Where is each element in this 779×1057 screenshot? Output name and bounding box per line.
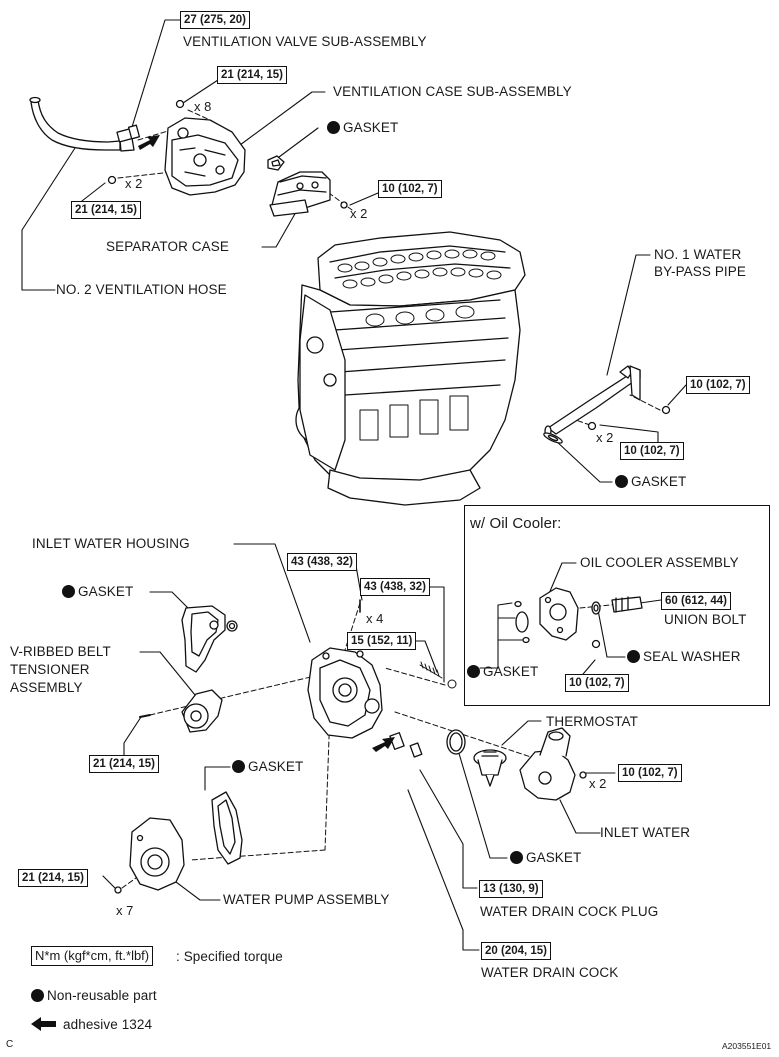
label-vribbed-3: ASSEMBLY <box>10 680 83 695</box>
bypass-gasket <box>543 432 563 444</box>
adhesive-arrow-top <box>138 135 160 150</box>
belt-tensioner <box>139 689 223 733</box>
torque-oil-cooler-nut: 10 (102, 7) <box>565 674 629 692</box>
qty-inlet-water: x 2 <box>589 776 607 791</box>
label-separator-case: SEPARATOR CASE <box>106 239 229 254</box>
label-no2-hose: NO. 2 VENTILATION HOSE <box>56 282 227 297</box>
engine-block <box>295 231 526 506</box>
label-inlet-water-housing: INLET WATER HOUSING <box>32 536 190 551</box>
ventilation-hose <box>29 96 135 152</box>
adhesive-arrow-icon <box>31 1017 56 1031</box>
qty-case-left: x 2 <box>125 176 143 191</box>
legend-torque-box: N*m (kgf*cm, ft.*lbf) <box>31 946 154 966</box>
label-inlet-water: INLET WATER <box>600 825 691 840</box>
torque-water-pump: 21 (214, 15) <box>18 869 89 887</box>
gasket-ring-top <box>267 155 285 171</box>
torque-tensioner: 21 (214, 15) <box>89 755 160 773</box>
label-no1-water-1: NO. 1 WATER <box>654 247 742 262</box>
label-ventilation-case: VENTILATION CASE SUB-ASSEMBLY <box>333 84 572 99</box>
ventilation-valve <box>116 124 141 143</box>
footer-code: C <box>6 1039 14 1050</box>
thermostat-gasket <box>446 729 466 755</box>
drain-cock <box>389 732 423 758</box>
qty-bypass: x 2 <box>596 430 614 445</box>
water-pump <box>114 817 185 894</box>
separator-case <box>269 171 348 217</box>
thermostat <box>473 749 507 787</box>
stud-bolt <box>419 661 457 689</box>
torque-union: 60 (612, 44) <box>661 592 732 610</box>
torque-housing-1: 43 (438, 32) <box>287 553 358 571</box>
nonreusable-dot-icon <box>232 760 245 773</box>
label-drain-plug: WATER DRAIN COCK PLUG <box>480 904 659 919</box>
nonreusable-dot-icon <box>327 121 340 134</box>
nonreusable-dot-icon <box>627 650 640 663</box>
label-vribbed-1: V-RIBBED BELT <box>10 644 111 659</box>
label-gasket-top: GASKET <box>327 120 398 136</box>
legend-adhesive: adhesive 1324 <box>31 1017 152 1033</box>
torque-drain-plug: 13 (130, 9) <box>479 880 543 898</box>
label-oil-cooler-assembly: OIL COOLER ASSEMBLY <box>580 555 739 570</box>
torque-case-top: 21 (214, 15) <box>217 66 288 84</box>
inlet-water-housing <box>307 599 383 739</box>
torque-housing-2: 43 (438, 32) <box>360 578 431 596</box>
oil-cooler <box>514 587 643 649</box>
nonreusable-dot-icon <box>615 475 628 488</box>
label-drain-cock: WATER DRAIN COCK <box>481 965 619 980</box>
label-gasket-lower: GASKET <box>510 850 581 866</box>
nonreusable-dot-icon <box>467 665 480 678</box>
pump-gasket <box>211 791 243 865</box>
torque-separator: 10 (102, 7) <box>378 180 442 198</box>
torque-housing-3: 15 (152, 11) <box>347 632 417 650</box>
label-bypass-gasket: GASKET <box>615 474 686 490</box>
label-oil-cooler-title: w/ Oil Cooler: <box>470 515 562 532</box>
housing-gasket-left <box>181 605 238 673</box>
label-thermostat: THERMOSTAT <box>546 714 638 729</box>
qty-housing: x 4 <box>366 611 384 626</box>
qty-separator: x 2 <box>350 206 368 221</box>
torque-bypass-lower: 10 (102, 7) <box>620 442 684 460</box>
label-water-pump: WATER PUMP ASSEMBLY <box>223 892 390 907</box>
label-no1-water-2: BY-PASS PIPE <box>654 264 746 279</box>
torque-drain-cock: 20 (204, 15) <box>481 942 552 960</box>
qty-case-bolts: x 8 <box>194 99 212 114</box>
torque-case-left: 21 (214, 15) <box>71 201 142 219</box>
label-vribbed-2: TENSIONER <box>10 662 90 677</box>
label-gasket-lower-left: GASKET <box>232 759 303 775</box>
adhesive-arrow-bottom <box>372 737 395 752</box>
oil-cooler-box <box>464 505 770 706</box>
torque-bypass-upper: 10 (102, 7) <box>686 376 750 394</box>
ventilation-case <box>107 99 246 196</box>
inlet-water-part <box>519 727 587 801</box>
legend-torque-desc: : Specified torque <box>176 949 283 964</box>
torque-valve: 27 (275, 20) <box>180 11 251 29</box>
label-gasket-left: GASKET <box>62 584 133 600</box>
figure-id: A203551E01 <box>722 1041 772 1051</box>
label-oil-cooler-gasket: GASKET <box>467 664 538 680</box>
label-seal-washer: SEAL WASHER <box>627 649 741 665</box>
legend-nonreusable: Non-reusable part <box>31 988 157 1004</box>
qty-pump: x 7 <box>116 903 134 918</box>
nonreusable-dot-icon <box>31 989 44 1002</box>
label-ventilation-valve: VENTILATION VALVE SUB-ASSEMBLY <box>183 34 427 49</box>
nonreusable-dot-icon <box>510 851 523 864</box>
nonreusable-dot-icon <box>62 585 75 598</box>
torque-inlet-water: 10 (102, 7) <box>618 764 682 782</box>
label-union-bolt: UNION BOLT <box>664 612 747 627</box>
